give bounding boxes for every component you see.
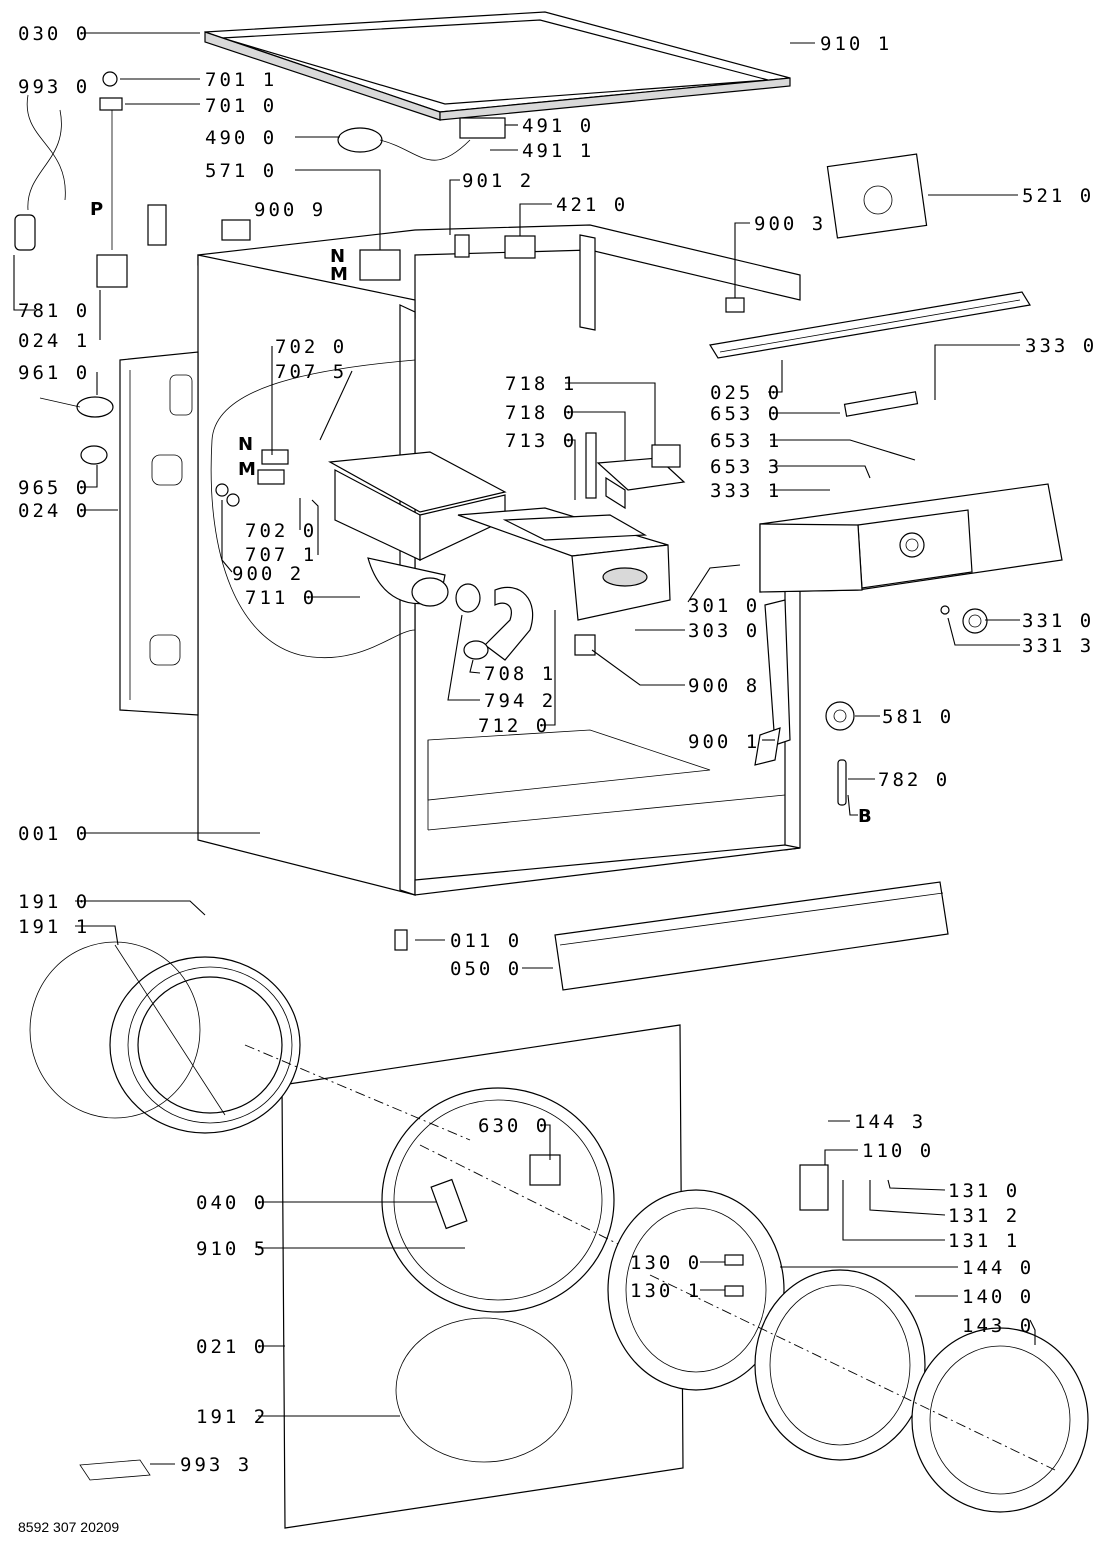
- label-707-5: 707 5: [275, 361, 347, 383]
- drawer-part: [457, 507, 671, 621]
- letter-n-valve: N: [330, 246, 345, 267]
- siphon-part: [585, 432, 686, 510]
- letter-b: B: [858, 806, 872, 827]
- label-333-0: 333 0: [1025, 335, 1097, 357]
- letter-p: P: [90, 199, 103, 220]
- label-781-0: 781 0: [18, 300, 90, 322]
- door-gasket-part: [29, 941, 471, 1141]
- label-718-1: 718 1: [505, 373, 577, 395]
- label-131-1: 131 1: [948, 1230, 1020, 1252]
- label-900-8: 900 8: [688, 675, 760, 697]
- label-961-0: 961 0: [18, 362, 90, 384]
- label-333-1: 333 1: [710, 480, 782, 502]
- label-702-0-b: 702 0: [245, 520, 317, 542]
- label-712-0: 712 0: [478, 715, 550, 737]
- label-794-2: 794 2: [484, 690, 556, 712]
- label-011-0: 011 0: [450, 930, 522, 952]
- label-301-0: 301 0: [688, 595, 760, 617]
- label-910-1: 910 1: [820, 33, 892, 55]
- back-panel-part: [119, 351, 199, 716]
- pressure-switch-part: [825, 701, 855, 731]
- label-521-0: 521 0: [1022, 185, 1094, 207]
- label-702-0-a: 702 0: [275, 336, 347, 358]
- label-581-0: 581 0: [882, 706, 954, 728]
- label-050-0: 050 0: [450, 958, 522, 980]
- label-421-0: 421 0: [556, 194, 628, 216]
- label-191-0: 191 0: [18, 891, 90, 913]
- label-024-1: 024 1: [18, 330, 90, 352]
- label-900-2: 900 2: [232, 563, 304, 585]
- door-glass-part: [754, 1269, 926, 1461]
- label-901-2: 901 2: [462, 170, 534, 192]
- top-lid-part: [204, 11, 791, 121]
- label-571-0: 571 0: [205, 160, 277, 182]
- letter-m-valve: M: [330, 264, 348, 285]
- label-131-0: 131 0: [948, 1180, 1020, 1202]
- label-653-1: 653 1: [710, 430, 782, 452]
- label-900-1: 900 1: [688, 731, 760, 753]
- label-030-0: 030 0: [18, 23, 90, 45]
- label-782-0: 782 0: [878, 769, 950, 791]
- label-993-3: 993 3: [180, 1454, 252, 1476]
- door-inner-part: [649, 1274, 1089, 1513]
- label-713-0: 713 0: [505, 430, 577, 452]
- label-025-0: 025 0: [710, 382, 782, 404]
- label-490-0: 490 0: [205, 127, 277, 149]
- label-130-0: 130 0: [630, 1252, 702, 1274]
- label-110-0: 110 0: [862, 1140, 934, 1162]
- knob-part: [940, 605, 988, 634]
- label-021-0: 021 0: [196, 1336, 268, 1358]
- label-303-0: 303 0: [688, 620, 760, 642]
- label-653-3: 653 3: [710, 456, 782, 478]
- label-191-1: 191 1: [18, 916, 90, 938]
- drawing-code: 8592 307 20209: [18, 1519, 119, 1535]
- label-130-1: 130 1: [630, 1280, 702, 1302]
- control-rail-part: [709, 291, 1031, 359]
- label-143-0: 143 0: [962, 1315, 1034, 1337]
- control-panel-part: [759, 483, 1063, 593]
- electronic-board-part: [826, 153, 928, 239]
- label-131-2: 131 2: [948, 1205, 1020, 1227]
- leader-lines: [13, 32, 1036, 1465]
- part-labels: 030 0 910 1 993 0 701 1 701 0 490 0 491 …: [18, 23, 1097, 1476]
- label-708-1: 708 1: [484, 663, 556, 685]
- label-707-1: 707 1: [245, 544, 317, 566]
- bellows-hose-part: [455, 583, 534, 661]
- label-701-1: 701 1: [205, 69, 277, 91]
- label-140-0: 140 0: [962, 1286, 1034, 1308]
- bottom-seal-part: [395, 1317, 573, 1463]
- label-491-0: 491 0: [522, 115, 594, 137]
- label-144-3: 144 3: [854, 1111, 926, 1133]
- plinth-wire-part: [754, 599, 791, 766]
- label-144-0: 144 0: [962, 1257, 1034, 1279]
- label-001-0: 001 0: [18, 823, 90, 845]
- label-630-0: 630 0: [478, 1115, 550, 1137]
- label-024-0: 024 0: [18, 500, 90, 522]
- label-910-5: 910 5: [196, 1238, 268, 1260]
- label-491-1: 491 1: [522, 140, 594, 162]
- rod-782-part: [837, 759, 847, 806]
- label-711-0: 711 0: [245, 587, 317, 609]
- front-panel-part: [281, 1024, 684, 1529]
- label-900-9: 900 9: [254, 199, 326, 221]
- label-900-3: 900 3: [754, 213, 826, 235]
- misc-small-parts: [14, 71, 919, 1481]
- label-331-3: 331 3: [1022, 635, 1094, 657]
- label-965-0: 965 0: [18, 477, 90, 499]
- label-331-0: 331 0: [1022, 610, 1094, 632]
- door-frame-part: [607, 1189, 785, 1391]
- front-cover-050-part: [554, 881, 949, 991]
- label-040-0: 040 0: [196, 1192, 268, 1214]
- label-718-0: 718 0: [505, 402, 577, 424]
- letter-n-pipe: N: [238, 434, 253, 455]
- dispenser-housing-part: [328, 451, 507, 607]
- label-653-0: 653 0: [710, 403, 782, 425]
- letter-m-pipe: M: [238, 459, 256, 480]
- label-993-0: 993 0: [18, 76, 90, 98]
- label-191-2: 191 2: [196, 1406, 268, 1428]
- label-701-0: 701 0: [205, 95, 277, 117]
